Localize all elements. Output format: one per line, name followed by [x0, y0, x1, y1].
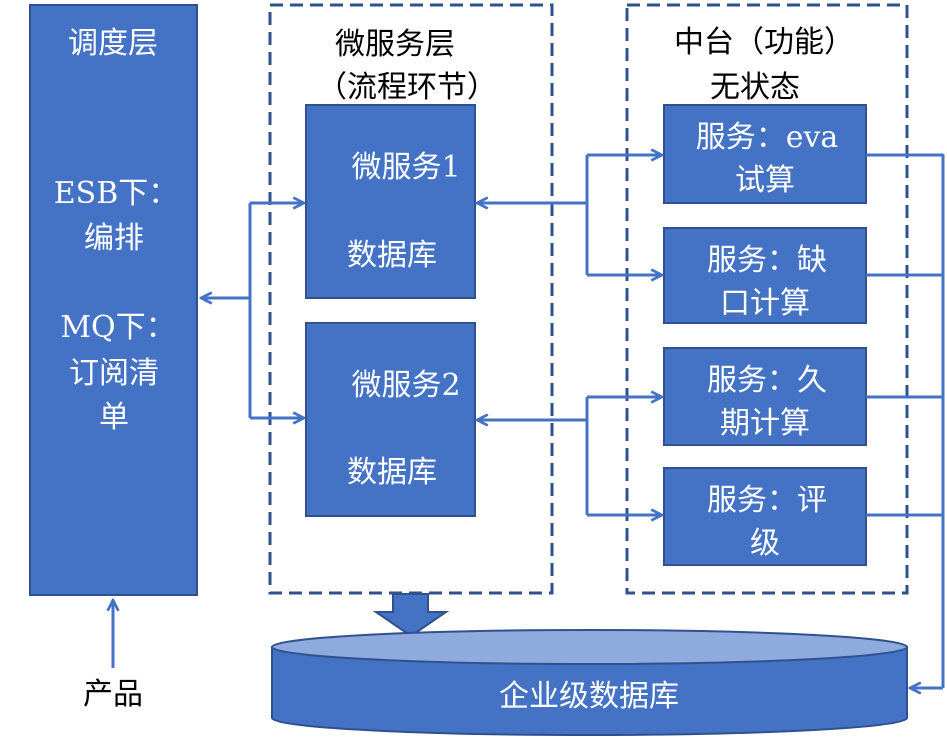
connectors-dispatch-microservices [201, 203, 304, 418]
service-rating-line1: 服务：评 [707, 483, 827, 518]
connectors-microservices-services [477, 155, 662, 515]
dispatch-line-orchestration: 编排 [84, 221, 144, 256]
dispatch-line-list: 单 [99, 400, 129, 435]
service-duration-line1: 服务：久 [707, 363, 827, 398]
service-rating-line2: 级 [750, 526, 780, 561]
enterprise-db-cylinder-body [271, 646, 908, 736]
microservice-2: 微服务2 数据库 [305, 322, 476, 517]
service-eva-line1: 服务：eva [696, 120, 839, 155]
microservice-layer-title: 微服务层 [335, 27, 455, 62]
down-block-arrow [372, 593, 450, 638]
dispatch-layer-title: 调度层 [68, 26, 158, 61]
product-label: 产品 [83, 677, 143, 712]
service-rating-box [663, 467, 867, 566]
dispatch-layer-box [29, 4, 198, 596]
service-gap-box [663, 227, 867, 324]
enterprise-database: 企业级数据库 [271, 629, 908, 736]
service-duration: 服务：久 期计算 [663, 347, 867, 446]
service-eva-box [663, 104, 867, 204]
service-gap: 服务：缺 口计算 [663, 227, 867, 324]
microservice-2-name: 微服务2 [351, 368, 460, 403]
dispatch-line-mq: MQ下： [60, 310, 175, 345]
service-gap-line1: 服务：缺 [707, 243, 827, 278]
microservice-1-name: 微服务1 [351, 150, 460, 185]
middle-platform-title: 中台（功能） [674, 25, 854, 60]
microservice-2-db: 数据库 [347, 455, 437, 490]
dispatch-line-esb: ESB下： [54, 176, 179, 211]
microservice-1: 微服务1 数据库 [305, 104, 476, 299]
middle-platform-frame [625, 3, 909, 595]
dispatch-layer: 调度层 ESB下： 编排 MQ下： 订阅清 单 [29, 4, 198, 596]
service-rating: 服务：评 级 [663, 467, 867, 566]
service-gap-line2: 口计算 [720, 286, 810, 321]
middle-platform-subtitle: 无状态 [710, 70, 800, 105]
middle-platform: 中台（功能） 无状态 服务：eva 试算 服务：缺 口计算 服务：久 期计算 服… [625, 3, 909, 595]
service-eva-line2: 试算 [735, 163, 795, 198]
microservice-1-box [305, 104, 476, 299]
service-eva: 服务：eva 试算 [663, 104, 867, 204]
connectors-services-database [866, 153, 945, 688]
product-input: 产品 [83, 600, 143, 712]
dispatch-line-subscription: 订阅清 [69, 356, 159, 391]
microservice-2-box [305, 322, 476, 517]
microservice-layer-subtitle: （流程环节） [317, 70, 497, 105]
microservice-layer: 微服务层 （流程环节） 微服务1 数据库 微服务2 数据库 [268, 3, 554, 595]
enterprise-db-cylinder-top [271, 629, 908, 665]
service-duration-line2: 期计算 [720, 406, 810, 441]
service-duration-box [663, 347, 867, 446]
enterprise-db-label: 企业级数据库 [499, 679, 679, 714]
microservice-1-db: 数据库 [347, 238, 437, 273]
